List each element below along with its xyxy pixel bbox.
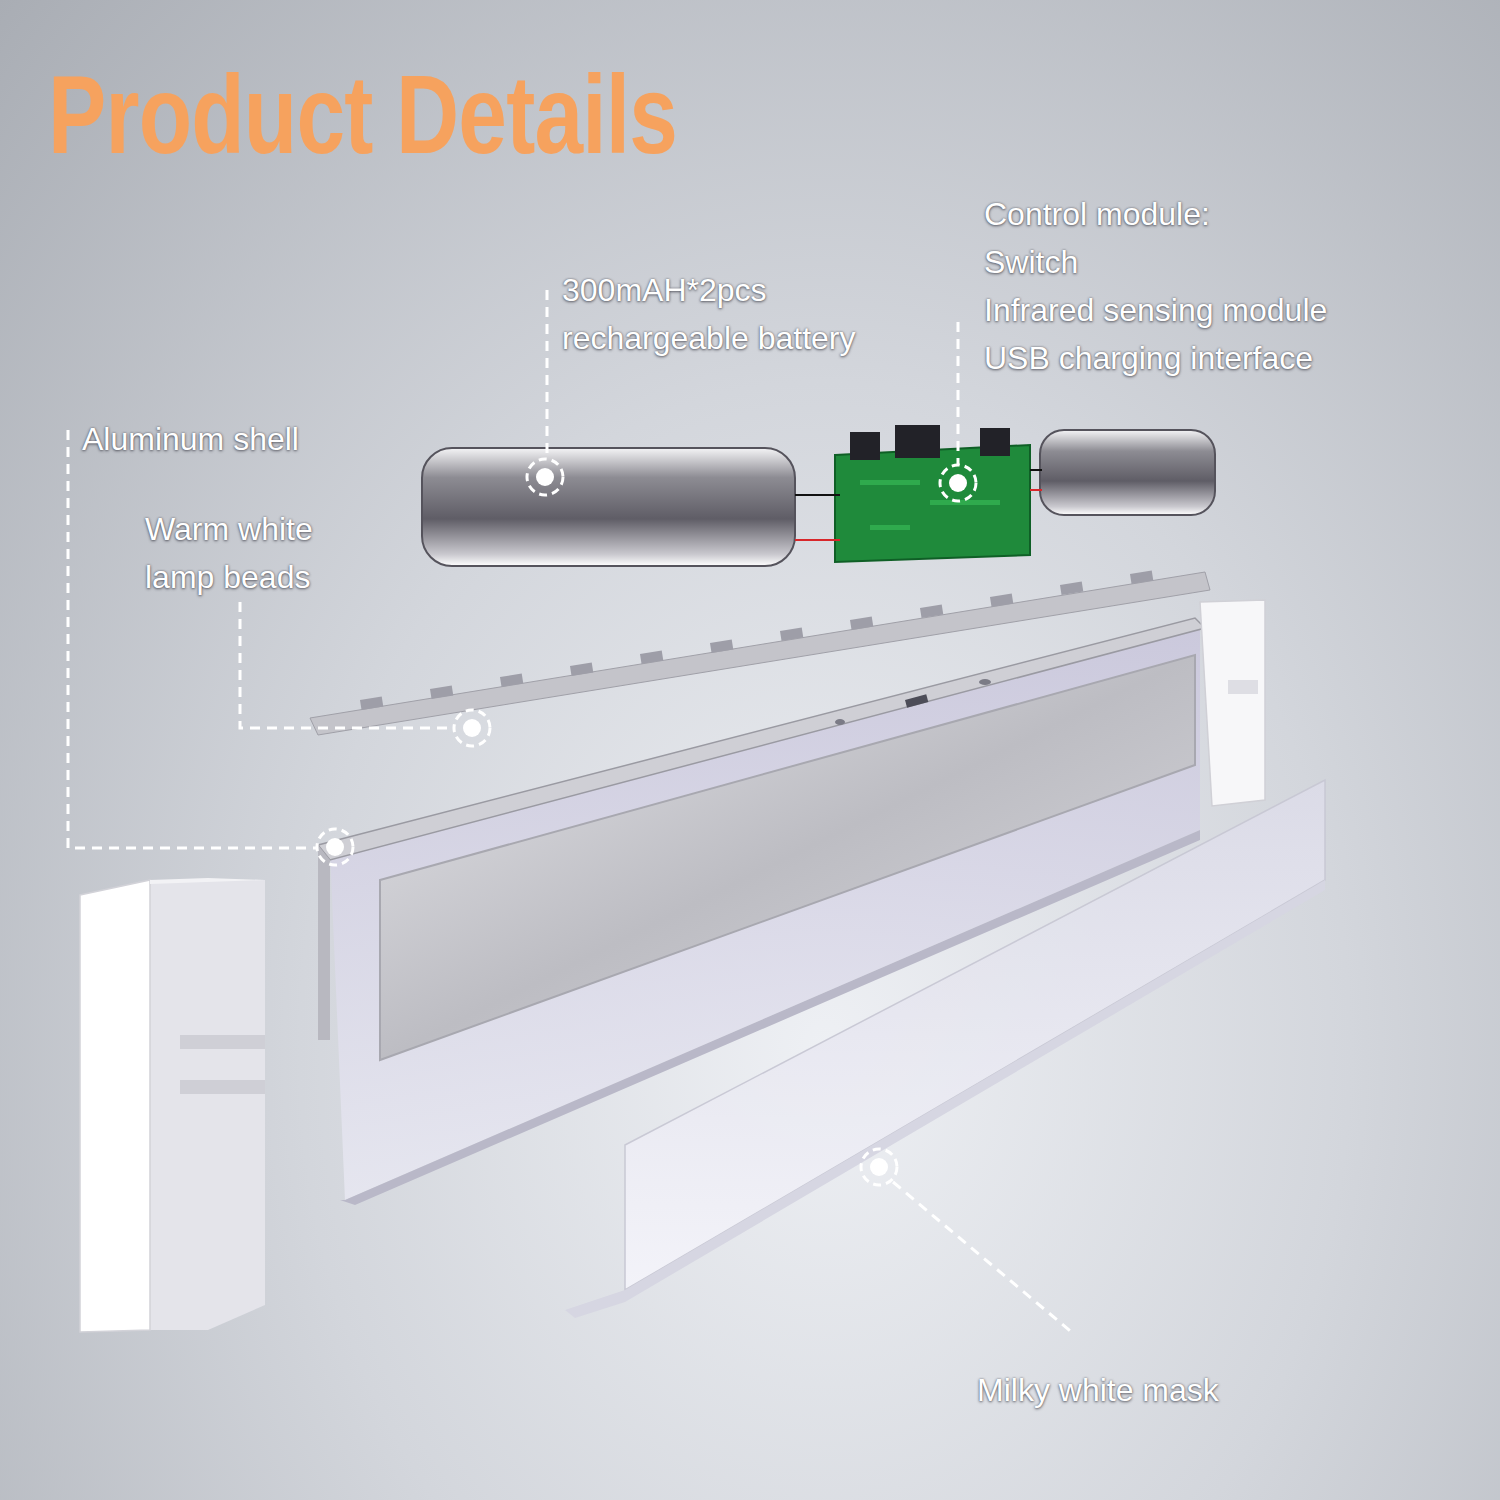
diffuser-mask (625, 780, 1325, 1290)
end-cap-slot (180, 1035, 265, 1049)
part-label: Warm white lamp beads (145, 505, 355, 601)
shell-hole (905, 694, 928, 707)
title: Product Details (48, 50, 677, 180)
battery (1040, 430, 1215, 515)
wire (1030, 489, 1042, 491)
module-item: USB charging interface (984, 334, 1313, 382)
end-cap-slot (1228, 680, 1258, 694)
part-label: Aluminum shell (82, 415, 299, 463)
lamp-beads (360, 571, 1153, 710)
shell-side (318, 845, 330, 1040)
pcb-traces (860, 480, 1000, 530)
control-pcb (835, 445, 1030, 562)
shell-hole (835, 719, 845, 725)
callout-marker (317, 459, 976, 1185)
leader-line (68, 290, 1075, 1335)
end-cap (1200, 600, 1265, 806)
module-heading: Control module: (984, 190, 1210, 238)
end-cap (80, 880, 150, 1332)
module-item: Switch (984, 238, 1078, 286)
wire (795, 494, 840, 496)
battery (422, 448, 795, 566)
diffuser-flange (565, 880, 1325, 1318)
wire (1030, 469, 1042, 471)
battery-label: 300mAH*2pcs rechargeable battery (562, 266, 912, 362)
shell-hole (979, 679, 991, 685)
wire (795, 539, 840, 541)
part-label: Milky white mask (977, 1366, 1219, 1414)
led-strip (310, 572, 1210, 735)
end-cap-side (150, 880, 265, 1330)
end-cap-top (150, 878, 265, 884)
end-cap-slot (180, 1080, 265, 1094)
module-item: Infrared sensing module (984, 286, 1327, 334)
pcb-components (850, 425, 1010, 460)
